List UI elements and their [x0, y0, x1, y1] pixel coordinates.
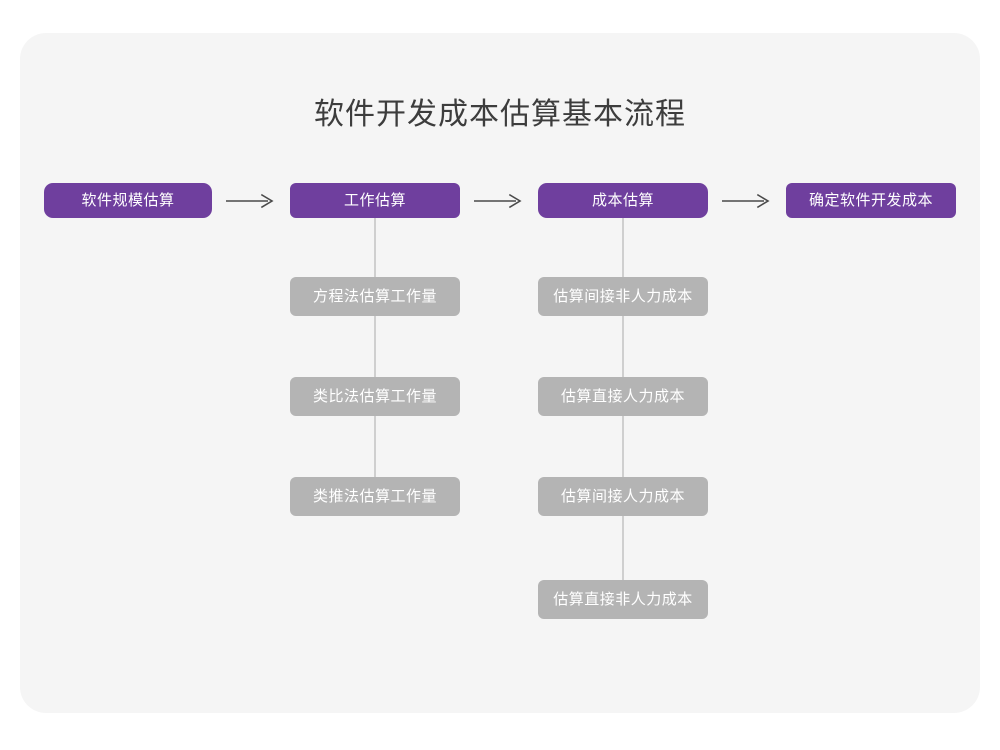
stage-box-software-scale-estimation[interactable]: 软件规模估算: [44, 183, 212, 218]
connector-line-column-2: [374, 215, 376, 515]
arrow-stage3-to-stage4: [720, 191, 772, 211]
task-box-column2-1[interactable]: 方程法估算工作量: [290, 277, 460, 316]
task-box-column3-4[interactable]: 估算直接非人力成本: [538, 580, 708, 619]
stage-box-cost-estimation[interactable]: 成本估算: [538, 183, 708, 218]
stage-box-determine-development-cost[interactable]: 确定软件开发成本: [786, 183, 956, 218]
task-box-column3-1[interactable]: 估算间接非人力成本: [538, 277, 708, 316]
task-box-column3-2[interactable]: 估算直接人力成本: [538, 377, 708, 416]
stage-box-effort-estimation[interactable]: 工作估算: [290, 183, 460, 218]
arrow-stage2-to-stage3: [472, 191, 524, 211]
page-title: 软件开发成本估算基本流程: [314, 98, 686, 131]
diagram-canvas: [20, 33, 980, 713]
task-box-column2-2[interactable]: 类比法估算工作量: [290, 377, 460, 416]
task-box-column2-3[interactable]: 类推法估算工作量: [290, 477, 460, 516]
arrow-stage1-to-stage2: [224, 191, 276, 211]
task-box-column3-3[interactable]: 估算间接人力成本: [538, 477, 708, 516]
